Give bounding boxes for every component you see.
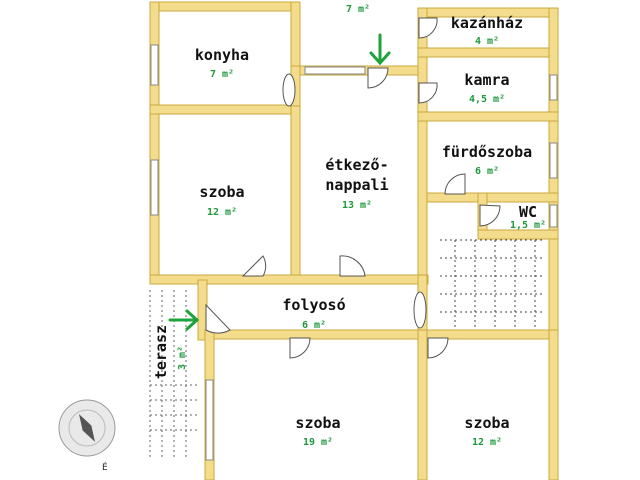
door-etkezo [339,255,366,277]
window-szoba-bottom [205,379,214,461]
door-terasz [205,303,231,334]
room-labels: 7 m² kazánház 4 m² konyha 7 m² kamra 4,5… [195,4,546,448]
opening-folyoso [413,291,427,329]
terasz-name: terasz [152,325,170,379]
staircase [440,239,545,330]
kazanhaz-name: kazánház [451,14,523,32]
etkezo-name-line2: nappali [325,176,388,194]
door-kazanhaz [418,17,438,39]
etkezo-area: 13 m² [342,200,372,211]
window-kamra [549,74,558,101]
compass-north-label: É [102,461,108,473]
terrace-pattern [149,290,198,460]
door-entrance [367,67,389,89]
konyha-name: konyha [195,46,249,64]
etkezo-name-line1: étkező- [325,156,388,174]
window-wc [549,204,558,228]
terasz-area: 3 m² [177,346,188,370]
opening-konyha [282,73,296,107]
door-szoba-right [427,337,449,359]
door-szoba-left [241,255,267,277]
green-down-arrow-icon [369,33,391,66]
door-furdo [444,173,466,195]
szoba-left-name: szoba [199,183,244,201]
szoba-bottom-mid-name: szoba [295,414,340,432]
szoba-bottom-right-area: 12 m² [472,437,502,448]
kazanhaz-area: 4 m² [475,36,499,47]
konyha-area: 7 m² [210,69,234,80]
folyoso-area: 6 m² [302,320,326,331]
door-szoba-mid [289,337,311,359]
windows [150,44,558,461]
window-konyha [150,44,159,86]
szoba-bottom-right-name: szoba [464,414,509,432]
compass-rose-icon: É [58,399,116,473]
terasz-labels: terasz 3 m² [152,325,188,379]
szoba-left-area: 12 m² [207,207,237,218]
folyoso-name: folyosó [282,296,345,314]
doors [205,17,501,359]
kamra-area: 4,5 m² [469,94,505,105]
kamra-name: kamra [464,71,509,89]
szoba-bottom-mid-area: 19 m² [303,437,333,448]
wc-area: 1,5 m² [510,220,546,231]
window-furdo [549,142,558,179]
window-etkezo [304,66,366,75]
entrance-arrows [168,33,391,331]
window-szoba-left [150,159,159,216]
green-right-arrow-icon [168,309,200,331]
furdoszoba-area: 6 m² [475,166,499,177]
top-area-label: 7 m² [346,4,370,15]
door-kamra [418,82,438,104]
wc-name: WC [519,203,537,221]
door-wc [479,204,501,227]
furdoszoba-name: fürdőszoba [442,143,532,161]
